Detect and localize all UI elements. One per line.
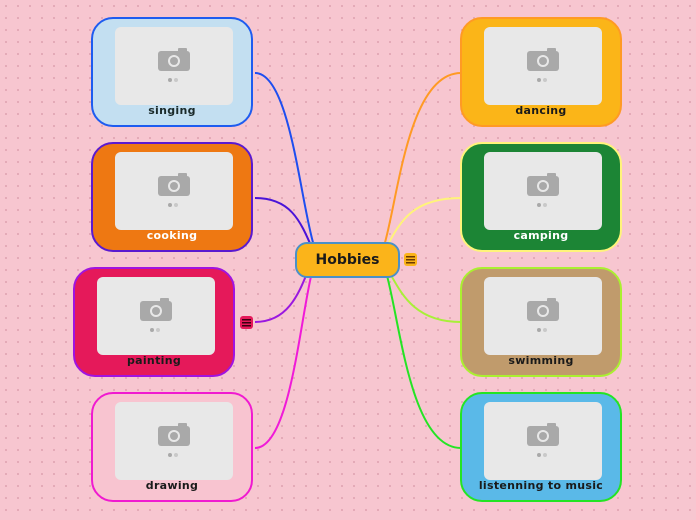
topic-label: listenning to music <box>478 479 604 492</box>
topic-cooking[interactable]: cooking <box>91 142 253 252</box>
topic-painting[interactable]: painting <box>73 267 235 377</box>
image-placeholder <box>484 152 602 230</box>
notes-icon[interactable] <box>404 253 417 266</box>
image-placeholder <box>115 402 233 480</box>
topic-drawing[interactable]: drawing <box>91 392 253 502</box>
camera-icon <box>527 298 559 332</box>
topic-label: singing <box>148 104 196 117</box>
central-topic[interactable]: Hobbies <box>295 242 400 278</box>
camera-icon <box>527 48 559 82</box>
connector-dancing <box>383 72 462 247</box>
topic-camping[interactable]: camping <box>460 142 622 252</box>
image-placeholder <box>484 277 602 355</box>
topic-label: cooking <box>146 229 198 242</box>
camera-icon <box>140 298 172 332</box>
image-placeholder <box>97 277 215 355</box>
image-placeholder <box>484 27 602 105</box>
image-placeholder <box>115 27 233 105</box>
notes-icon[interactable] <box>240 316 253 329</box>
topic-label: swimming <box>508 354 574 367</box>
connector-camping <box>385 197 462 249</box>
topic-listening-to-music[interactable]: listenning to music <box>460 392 622 502</box>
image-placeholder <box>484 402 602 480</box>
image-placeholder <box>115 152 233 230</box>
connector-drawing <box>254 271 313 449</box>
camera-icon <box>158 173 190 207</box>
topic-label: drawing <box>145 479 199 492</box>
camera-icon <box>527 173 559 207</box>
topic-label: camping <box>513 229 569 242</box>
connector-cooking <box>254 197 313 249</box>
connector-singing <box>254 72 315 247</box>
connector-swimming <box>387 269 462 323</box>
camera-icon <box>158 423 190 457</box>
topic-dancing[interactable]: dancing <box>460 17 622 127</box>
topic-label: painting <box>126 354 182 367</box>
central-topic-label: Hobbies <box>315 252 380 268</box>
camera-icon <box>527 423 559 457</box>
camera-icon <box>158 48 190 82</box>
topic-swimming[interactable]: swimming <box>460 267 622 377</box>
connector-listening <box>385 271 462 449</box>
topic-singing[interactable]: singing <box>91 17 253 127</box>
topic-label: dancing <box>515 104 567 117</box>
